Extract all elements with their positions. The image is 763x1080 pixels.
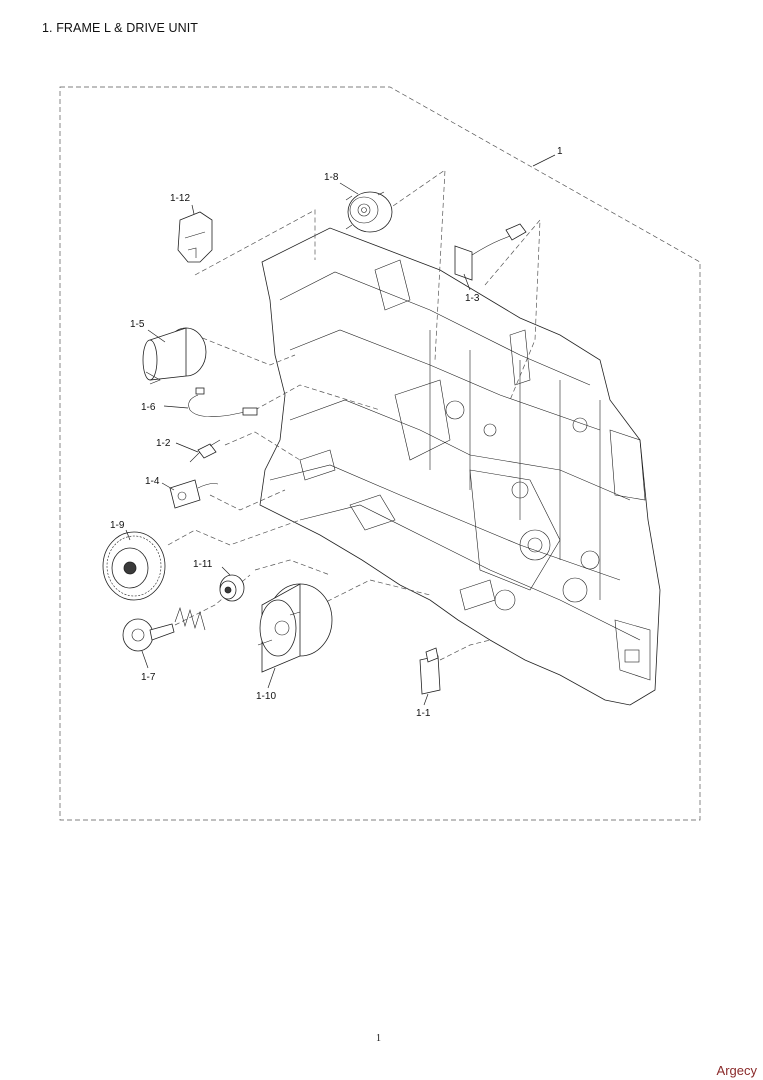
part-1-11-bush [219, 574, 245, 602]
callout-1-3: 1-3 [465, 293, 480, 304]
part-1-2-sensor [189, 439, 221, 463]
part-1-1-actuator [419, 647, 441, 695]
part-1-6-harness [188, 387, 258, 417]
part-1-7-shaft [122, 618, 175, 652]
callout-1-4: 1-4 [145, 476, 160, 487]
page-number: 1 [376, 1033, 381, 1044]
callout-1-9: 1-9 [110, 520, 125, 531]
part-1-12-bracket [177, 211, 213, 263]
callout-1-11: 1-11 [193, 559, 213, 570]
page-title: 1. FRAME L & DRIVE UNIT [42, 21, 199, 35]
callout-1-2: 1-2 [156, 438, 171, 449]
callout-leaders [125, 154, 556, 706]
callout-1-1: 1-1 [416, 708, 431, 719]
callout-1-6: 1-6 [141, 402, 156, 413]
watermark: Argecy [716, 1063, 757, 1078]
assembly-boundary [59, 86, 701, 821]
part-1-4-board [169, 479, 219, 509]
callout-1-5: 1-5 [130, 319, 145, 330]
callout-1-7: 1-7 [141, 672, 156, 683]
part-1-8-clutch [345, 191, 393, 233]
callout-1-12: 1-12 [170, 193, 190, 204]
frame-l-main-body [259, 227, 661, 706]
callout-1-8: 1-8 [324, 172, 339, 183]
callout-1-10: 1-10 [256, 691, 276, 702]
part-spring [174, 607, 206, 631]
callout-1: 1 [557, 146, 563, 157]
part-1-10-motor [257, 583, 333, 673]
part-1-5-motor [142, 327, 207, 385]
part-1-9-gear [102, 531, 166, 601]
part-1-3-sensor [454, 223, 527, 281]
